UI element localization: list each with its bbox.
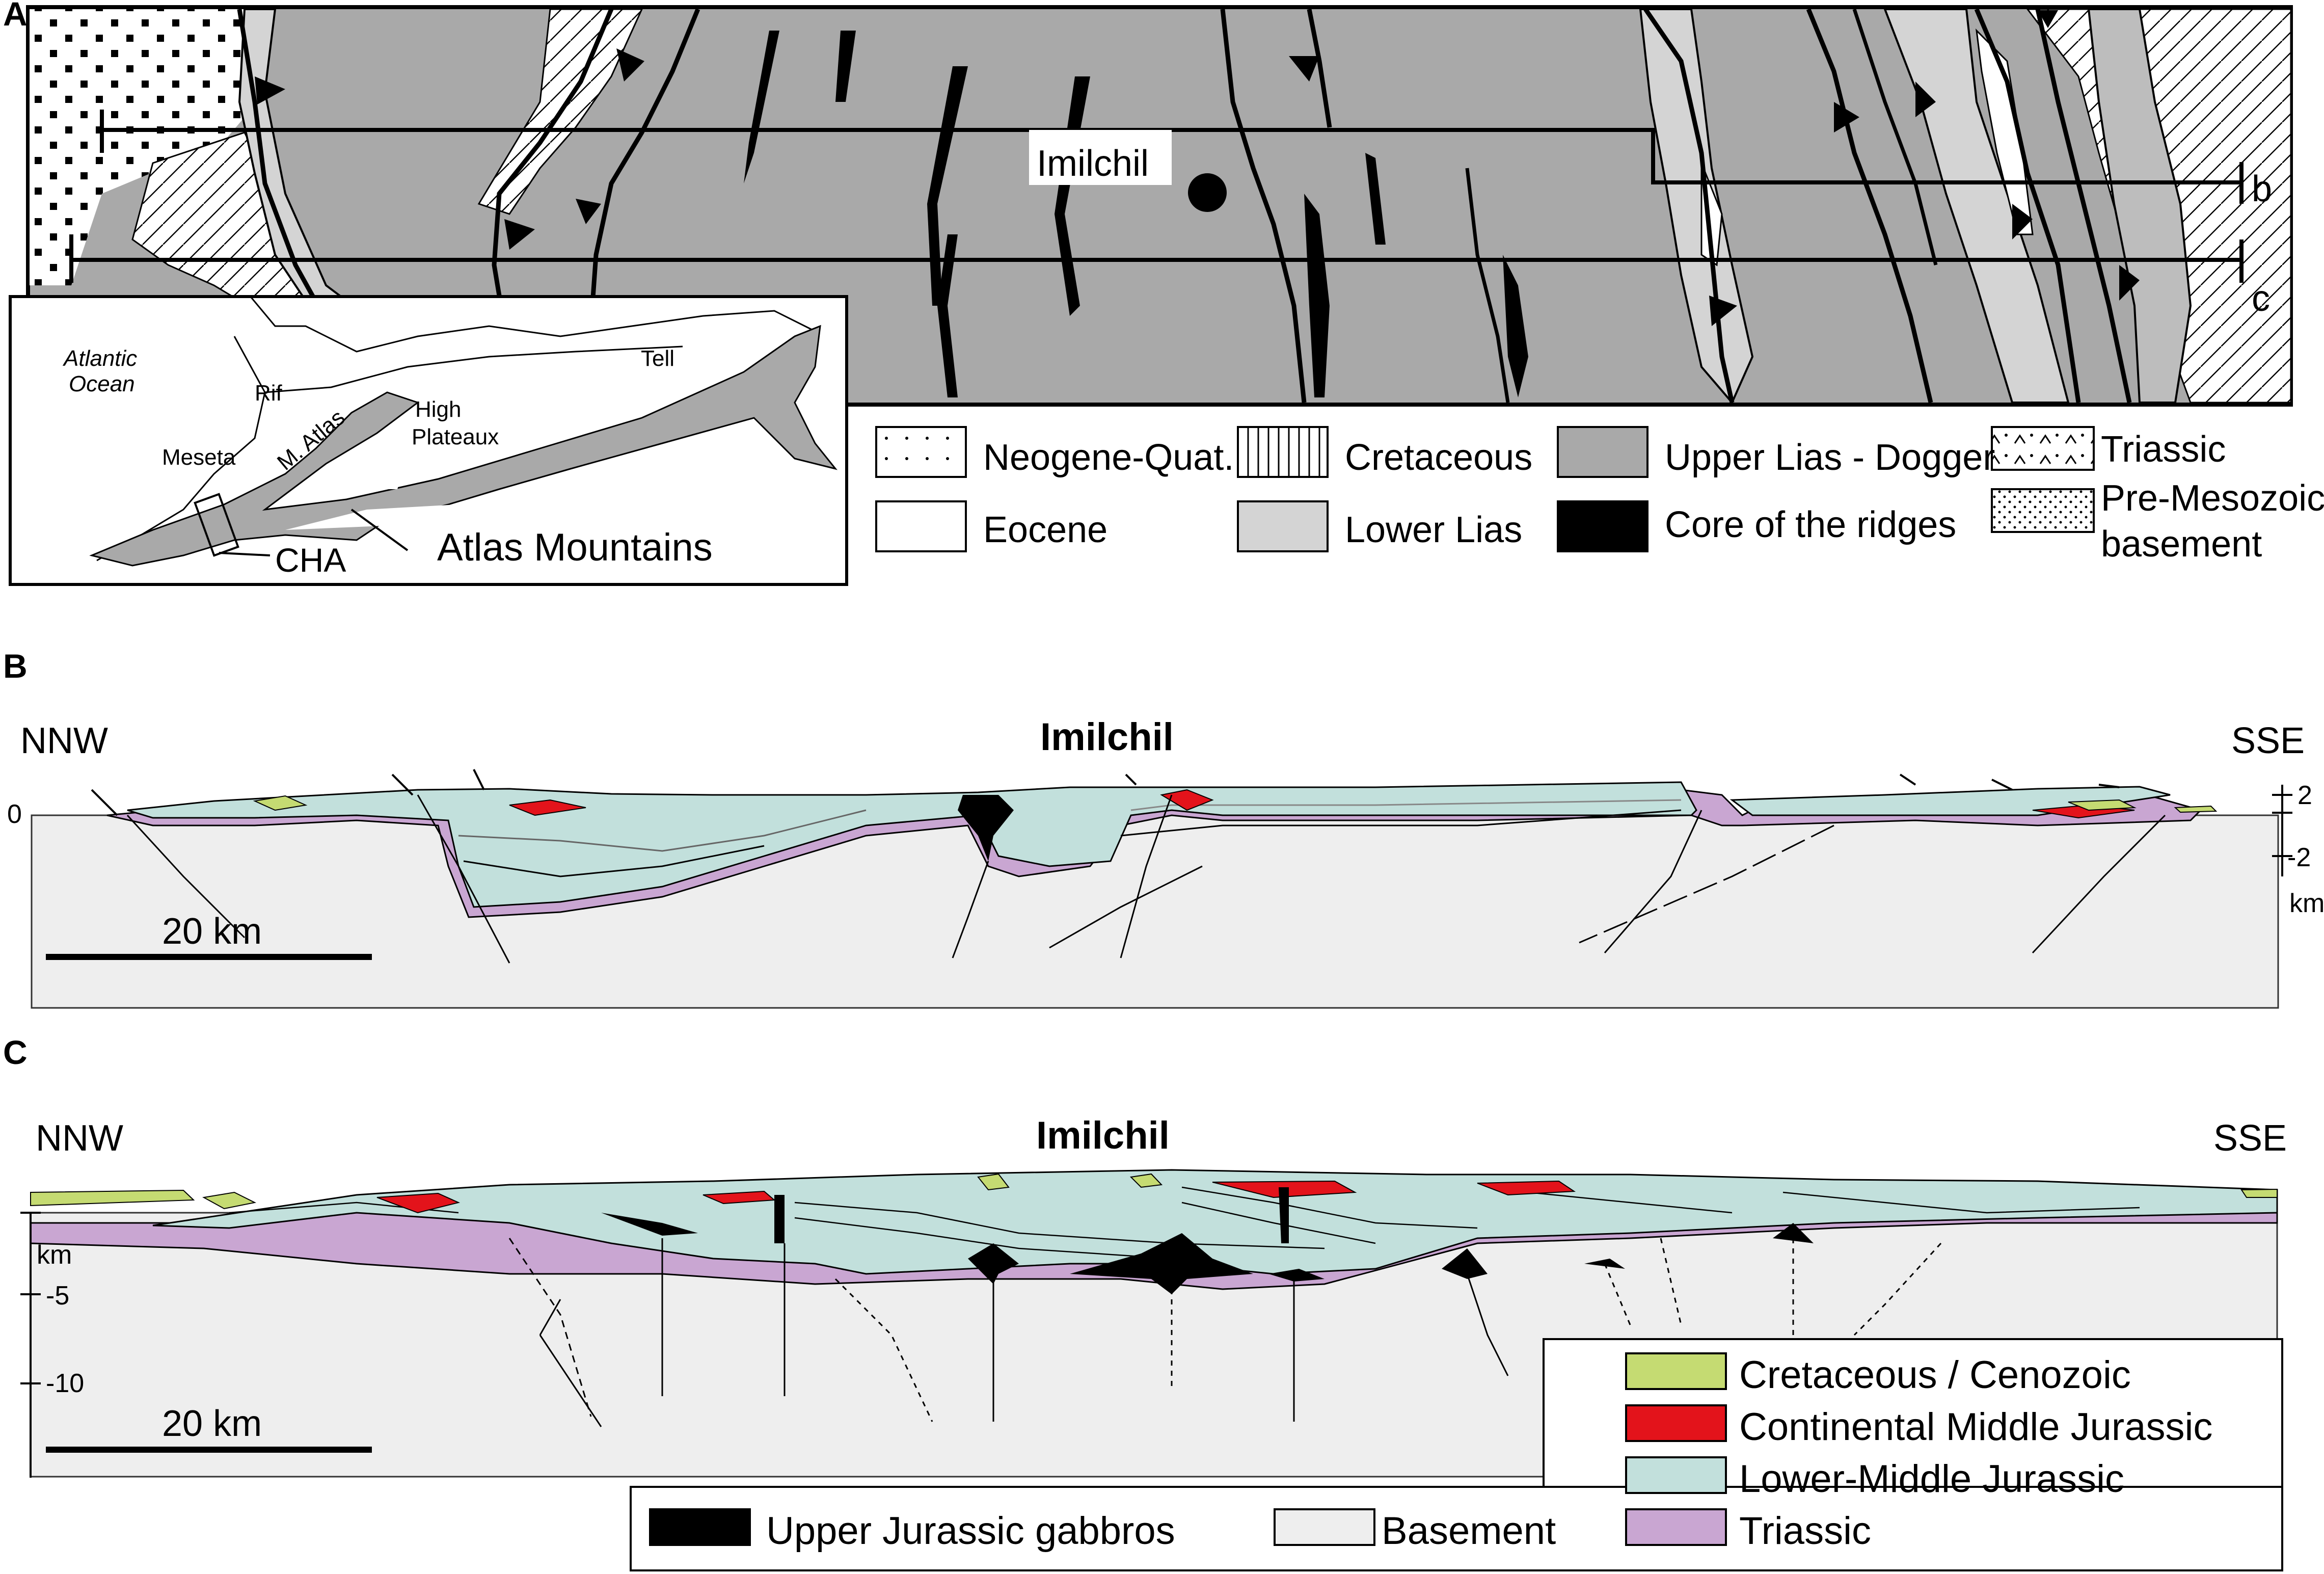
panel-c-letter: C — [3, 1033, 28, 1071]
legend-label-basement-c: Basement — [1382, 1509, 1556, 1553]
section-b-tick-minus2: -2 — [2287, 843, 2311, 872]
inset-meseta: Meseta — [162, 445, 236, 470]
inset-tell: Tell — [641, 346, 674, 371]
panel-b-letter: B — [3, 647, 28, 685]
section-b-right-dir: SSE — [2231, 721, 2305, 761]
inset-cha: CHA — [275, 541, 346, 579]
inset-ocean-2: Ocean — [69, 371, 135, 396]
legend-swatch-cretaceous — [1237, 426, 1329, 478]
legend-label-continental-jurassic: Continental Middle Jurassic — [1739, 1405, 2212, 1449]
legend-swatch-upper-lias — [1557, 426, 1649, 478]
section-c-tick-minus10: -10 — [46, 1369, 84, 1398]
inset-ocean-1: Atlantic — [62, 346, 137, 371]
legend-swatch-cretaceous-cenozoic — [1625, 1352, 1727, 1390]
section-c-tick-minus5: -5 — [46, 1281, 69, 1311]
panel-a-letter: A — [3, 0, 28, 33]
section-c-right-dir: SSE — [2213, 1118, 2287, 1159]
legend-swatch-eocene — [875, 500, 967, 552]
legend-swatch-gabbros — [649, 1508, 751, 1546]
legend-swatch-basement-c — [1274, 1508, 1375, 1546]
legend-swatch-lower-lias — [1237, 500, 1329, 552]
legend-swatch-triassic — [1991, 426, 2095, 471]
section-end-c: c — [2252, 278, 2270, 319]
section-c-scale-label: 20 km — [162, 1403, 262, 1444]
section-b-town: Imilchil — [1040, 715, 1174, 759]
legend-label-lower-middle-jurassic: Lower-Middle Jurassic — [1739, 1457, 2124, 1501]
inset-high-1: High — [415, 397, 462, 422]
legend-swatch-ridge-core — [1557, 500, 1649, 552]
section-b-depth-axis — [2272, 785, 2292, 876]
legend-label-gabbros: Upper Jurassic gabbros — [766, 1509, 1175, 1553]
inset-map — [9, 295, 848, 586]
section-b-tick-km: km — [2289, 889, 2324, 918]
legend-label-upper-lias: Upper Lias - Dogger — [1665, 437, 1995, 478]
legend-label-ridge-core: Core of the ridges — [1665, 504, 1956, 545]
inset-high-2: Plateaux — [412, 424, 499, 449]
section-c-left-dir: NNW — [36, 1118, 123, 1159]
legend-label-basement: basement — [2101, 524, 2262, 565]
section-b-scale-label: 20 km — [162, 911, 262, 952]
section-c-tick-km: km — [37, 1240, 72, 1270]
legend-label-cretaceous: Cretaceous — [1345, 437, 1532, 478]
legend-swatch-basement — [1991, 488, 2095, 533]
inset-rif: Rif — [255, 381, 283, 406]
legend-label-premesozoic: Pre-Mesozoic — [2101, 478, 2324, 519]
legend-label-eocene: Eocene — [983, 510, 1107, 550]
legend-label-triassic-c: Triassic — [1739, 1509, 1871, 1553]
section-legend — [630, 1338, 2283, 1571]
legend-label-neogene: Neogene-Quat. — [983, 437, 1234, 478]
section-c-town: Imilchil — [1036, 1114, 1170, 1157]
section-b-tick-2: 2 — [2298, 781, 2312, 810]
section-b — [31, 769, 2279, 1009]
legend-swatch-lower-middle-jurassic — [1625, 1456, 1727, 1494]
legend-label-triassic: Triassic — [2101, 429, 2226, 470]
map-legend — [875, 426, 2095, 552]
map-town-label-box — [1029, 130, 1172, 185]
legend-swatch-triassic-c — [1625, 1508, 1727, 1546]
section-b-left-dir: NNW — [20, 721, 108, 761]
legend-label-lower-lias: Lower Lias — [1345, 510, 1522, 550]
section-c-depth-axis — [20, 1212, 41, 1478]
legend-swatch-neogene — [875, 426, 967, 478]
section-b-zero: 0 — [7, 799, 22, 829]
map-town-label: Imilchil — [1037, 143, 1149, 184]
inset-atlas-mountains: Atlas Mountains — [437, 526, 713, 569]
legend-swatch-continental-jurassic — [1625, 1404, 1727, 1442]
map-town-dot — [1188, 173, 1227, 212]
section-end-b: b — [2252, 169, 2272, 209]
legend-label-cretaceous-cenozoic: Cretaceous / Cenozoic — [1739, 1353, 2131, 1397]
